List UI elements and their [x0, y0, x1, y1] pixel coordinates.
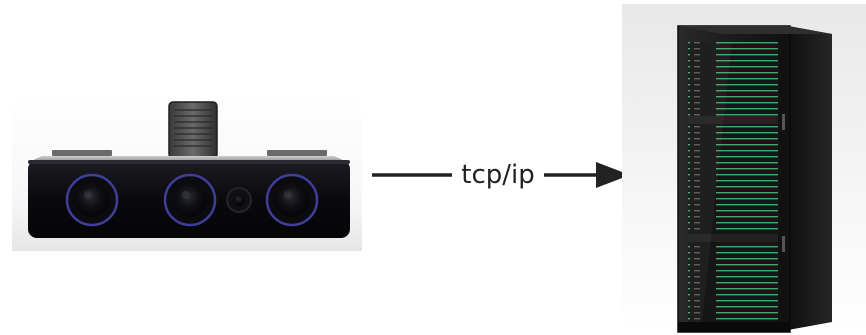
connection-label: tcp/ip — [452, 158, 544, 192]
arrowhead-icon — [596, 162, 630, 188]
stereo-camera-icon — [12, 96, 362, 251]
server-rack-icon — [622, 4, 866, 335]
